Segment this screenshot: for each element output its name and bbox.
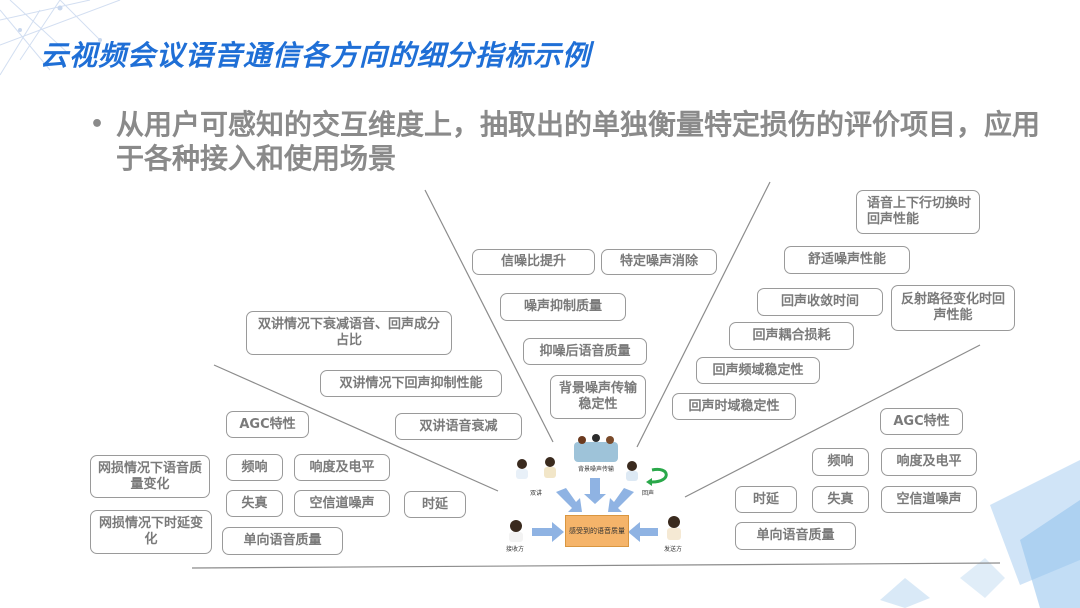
- metric-post-suppression-quality: 抑噪后语音质量: [523, 338, 647, 365]
- echo-loop-icon: [651, 467, 668, 484]
- metric-switch-echo: 语音上下行切换时回声性能: [856, 190, 980, 234]
- metric-distortion-left: 失真: [226, 490, 283, 517]
- metric-net-loss-quality: 网损情况下语音质量变化: [90, 455, 210, 498]
- metric-loudness-left: 响度及电平: [294, 454, 390, 481]
- left-arrow-icon: [628, 522, 658, 542]
- metric-agc-right: AGC特性: [880, 408, 963, 435]
- bullet-dot: •: [90, 112, 105, 137]
- receiver-person-icon: [509, 520, 523, 542]
- metric-bg-noise-stability: 背景噪声传输稳定性: [550, 375, 646, 419]
- doubletalk-people-icon: [516, 457, 556, 479]
- metric-doubletalk-echo-suppression: 双讲情况下回声抑制性能: [320, 370, 502, 397]
- doubletalk-label: 双讲: [530, 490, 543, 497]
- metric-freq-response-right: 频响: [812, 448, 869, 476]
- metric-loudness-right: 响度及电平: [881, 448, 977, 476]
- sender-label: 发送方: [664, 546, 683, 553]
- slide-title: 云视频会议语音通信各方向的细分指标示例: [40, 39, 592, 72]
- metric-channel-noise-right: 空信道噪声: [881, 486, 977, 513]
- echo-label: 回声: [642, 490, 655, 497]
- metric-comfort-noise: 舒适噪声性能: [784, 246, 910, 274]
- diag-arrow-left-icon: [608, 488, 634, 512]
- perceived-quality-box: 感受到的语音质量: [565, 515, 629, 547]
- metric-net-loss-delay: 网损情况下时延变化: [90, 510, 212, 554]
- metric-agc-left: AGC特性: [226, 411, 309, 438]
- bg-noise-label: 背景噪声传输: [578, 466, 615, 473]
- right-arrow-icon: [532, 522, 564, 542]
- diag-arrow-right-icon: [556, 488, 582, 512]
- metric-snr-improve: 信噪比提升: [472, 249, 595, 275]
- metric-oneway-quality-left: 单向语音质量: [222, 527, 343, 555]
- metric-freq-response-left: 频响: [226, 454, 283, 481]
- receiver-label: 接收方: [506, 546, 525, 553]
- metric-delay-right: 时延: [735, 486, 797, 513]
- metric-reflection-echo: 反射路径变化时回声性能: [891, 285, 1015, 331]
- metric-noise-suppression-quality: 噪声抑制质量: [500, 293, 626, 321]
- metric-distortion-right: 失真: [812, 486, 869, 513]
- bullet-text: 从用户可感知的交互维度上，抽取出的单独衡量特定损伤的评价项目，应用于各种接入和使…: [116, 108, 1041, 175]
- metric-echo-convergence: 回声收敛时间: [757, 288, 883, 316]
- metric-specific-noise: 特定噪声消除: [601, 249, 717, 275]
- echo-person-icon: [626, 461, 638, 481]
- bullet-point: • 从用户可感知的交互维度上，抽取出的单独衡量特定损伤的评价项目，应用于各种接入…: [90, 108, 1067, 176]
- metric-echo-time-stability: 回声时域稳定性: [672, 393, 796, 420]
- metric-oneway-quality-right: 单向语音质量: [735, 522, 856, 550]
- metric-doubletalk-attenuation-ratio: 双讲情况下衰减语音、回声成分占比: [246, 311, 452, 355]
- metric-delay-left: 时延: [404, 491, 466, 518]
- bg-noise-crowd-icon: [574, 434, 618, 462]
- sender-person-icon: [667, 516, 681, 540]
- metric-channel-noise-left: 空信道噪声: [294, 490, 390, 517]
- metric-echo-coupling-loss: 回声耦合损耗: [729, 322, 854, 350]
- down-arrow-icon: [584, 478, 606, 504]
- metric-doubletalk-attenuation: 双讲语音衰减: [395, 413, 522, 440]
- metric-echo-freq-stability: 回声频域稳定性: [696, 357, 820, 384]
